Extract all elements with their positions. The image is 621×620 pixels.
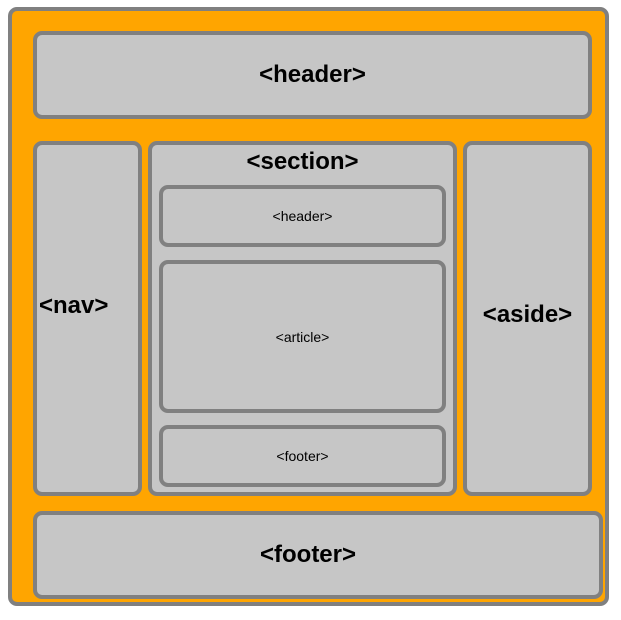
header-box: <header> [33,31,592,119]
section-header-box: <header> [159,185,446,247]
nav-label: <nav> [39,291,109,319]
section-header-label: <header> [272,208,333,224]
aside-label: <aside> [482,300,573,328]
section-box: <section> <header> <article> <footer> [148,141,457,496]
footer-box: <footer> [33,511,603,599]
section-footer-label: <footer> [276,448,329,464]
article-label: <article> [275,328,330,345]
footer-label: <footer> [259,541,357,568]
section-footer-box: <footer> [159,425,446,487]
section-label: <section> [246,148,359,175]
aside-box: <aside> [463,141,592,496]
header-label: <header> [259,61,366,88]
article-box: <article> [159,260,446,413]
nav-box: <nav> [33,141,142,496]
